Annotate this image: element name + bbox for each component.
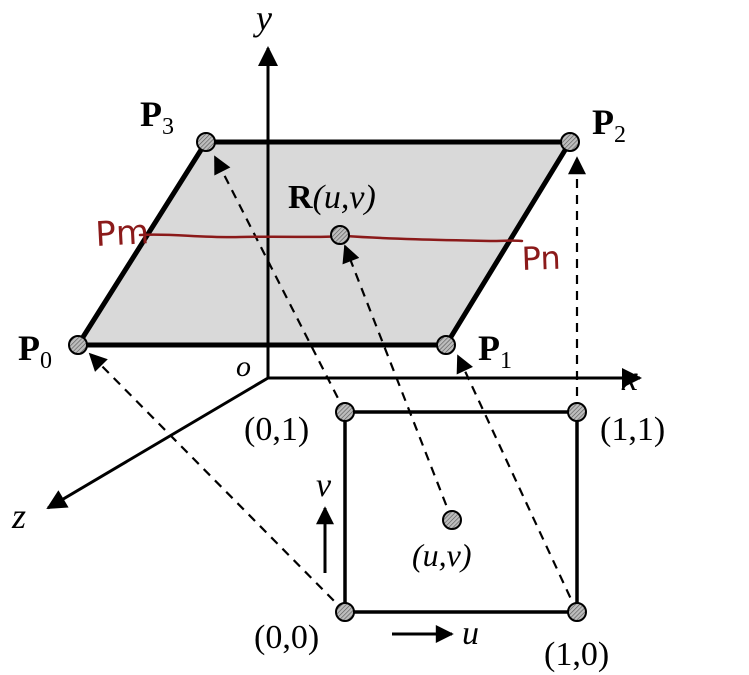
label-uv: (u,v) <box>412 537 472 573</box>
point-p3 <box>196 132 216 152</box>
surface-plane <box>75 139 573 348</box>
point-p1 <box>436 335 456 355</box>
label-c11: (1,1) <box>600 411 665 448</box>
point-00 <box>335 602 355 622</box>
label-p1: P1 <box>478 328 512 374</box>
pn-label: Pn <box>521 239 561 278</box>
label-v-arrow: v <box>316 467 332 504</box>
label-p0: P0 <box>18 328 52 374</box>
point-r <box>330 225 350 245</box>
points <box>68 132 587 622</box>
point-p0 <box>68 335 88 355</box>
label-c10: (1,0) <box>544 636 609 673</box>
label-p3: P3 <box>140 94 174 140</box>
projection-lines <box>88 155 586 613</box>
point-11 <box>567 402 587 422</box>
origin-label: o <box>236 350 251 383</box>
label-u-arrow: u <box>462 615 479 652</box>
projection-line-r <box>342 244 454 521</box>
projection-line-p1 <box>456 354 578 613</box>
surface-point-label: R(u,v) <box>288 179 376 216</box>
z-axis-label: z <box>11 496 26 536</box>
parameter-domain-square <box>343 410 579 614</box>
label-c01: (0,1) <box>244 411 309 448</box>
projection-line-p0 <box>88 352 346 613</box>
point-01 <box>335 402 355 422</box>
point-uv <box>442 510 462 530</box>
label-p2: P2 <box>592 102 626 148</box>
point-p2 <box>560 132 580 152</box>
z-axis <box>46 376 269 510</box>
point-10 <box>567 602 587 622</box>
y-axis-label: y <box>253 0 272 38</box>
x-axis-label: x <box>621 358 638 398</box>
label-c00: (0,0) <box>254 619 319 656</box>
pm-label: Pm <box>94 212 150 255</box>
